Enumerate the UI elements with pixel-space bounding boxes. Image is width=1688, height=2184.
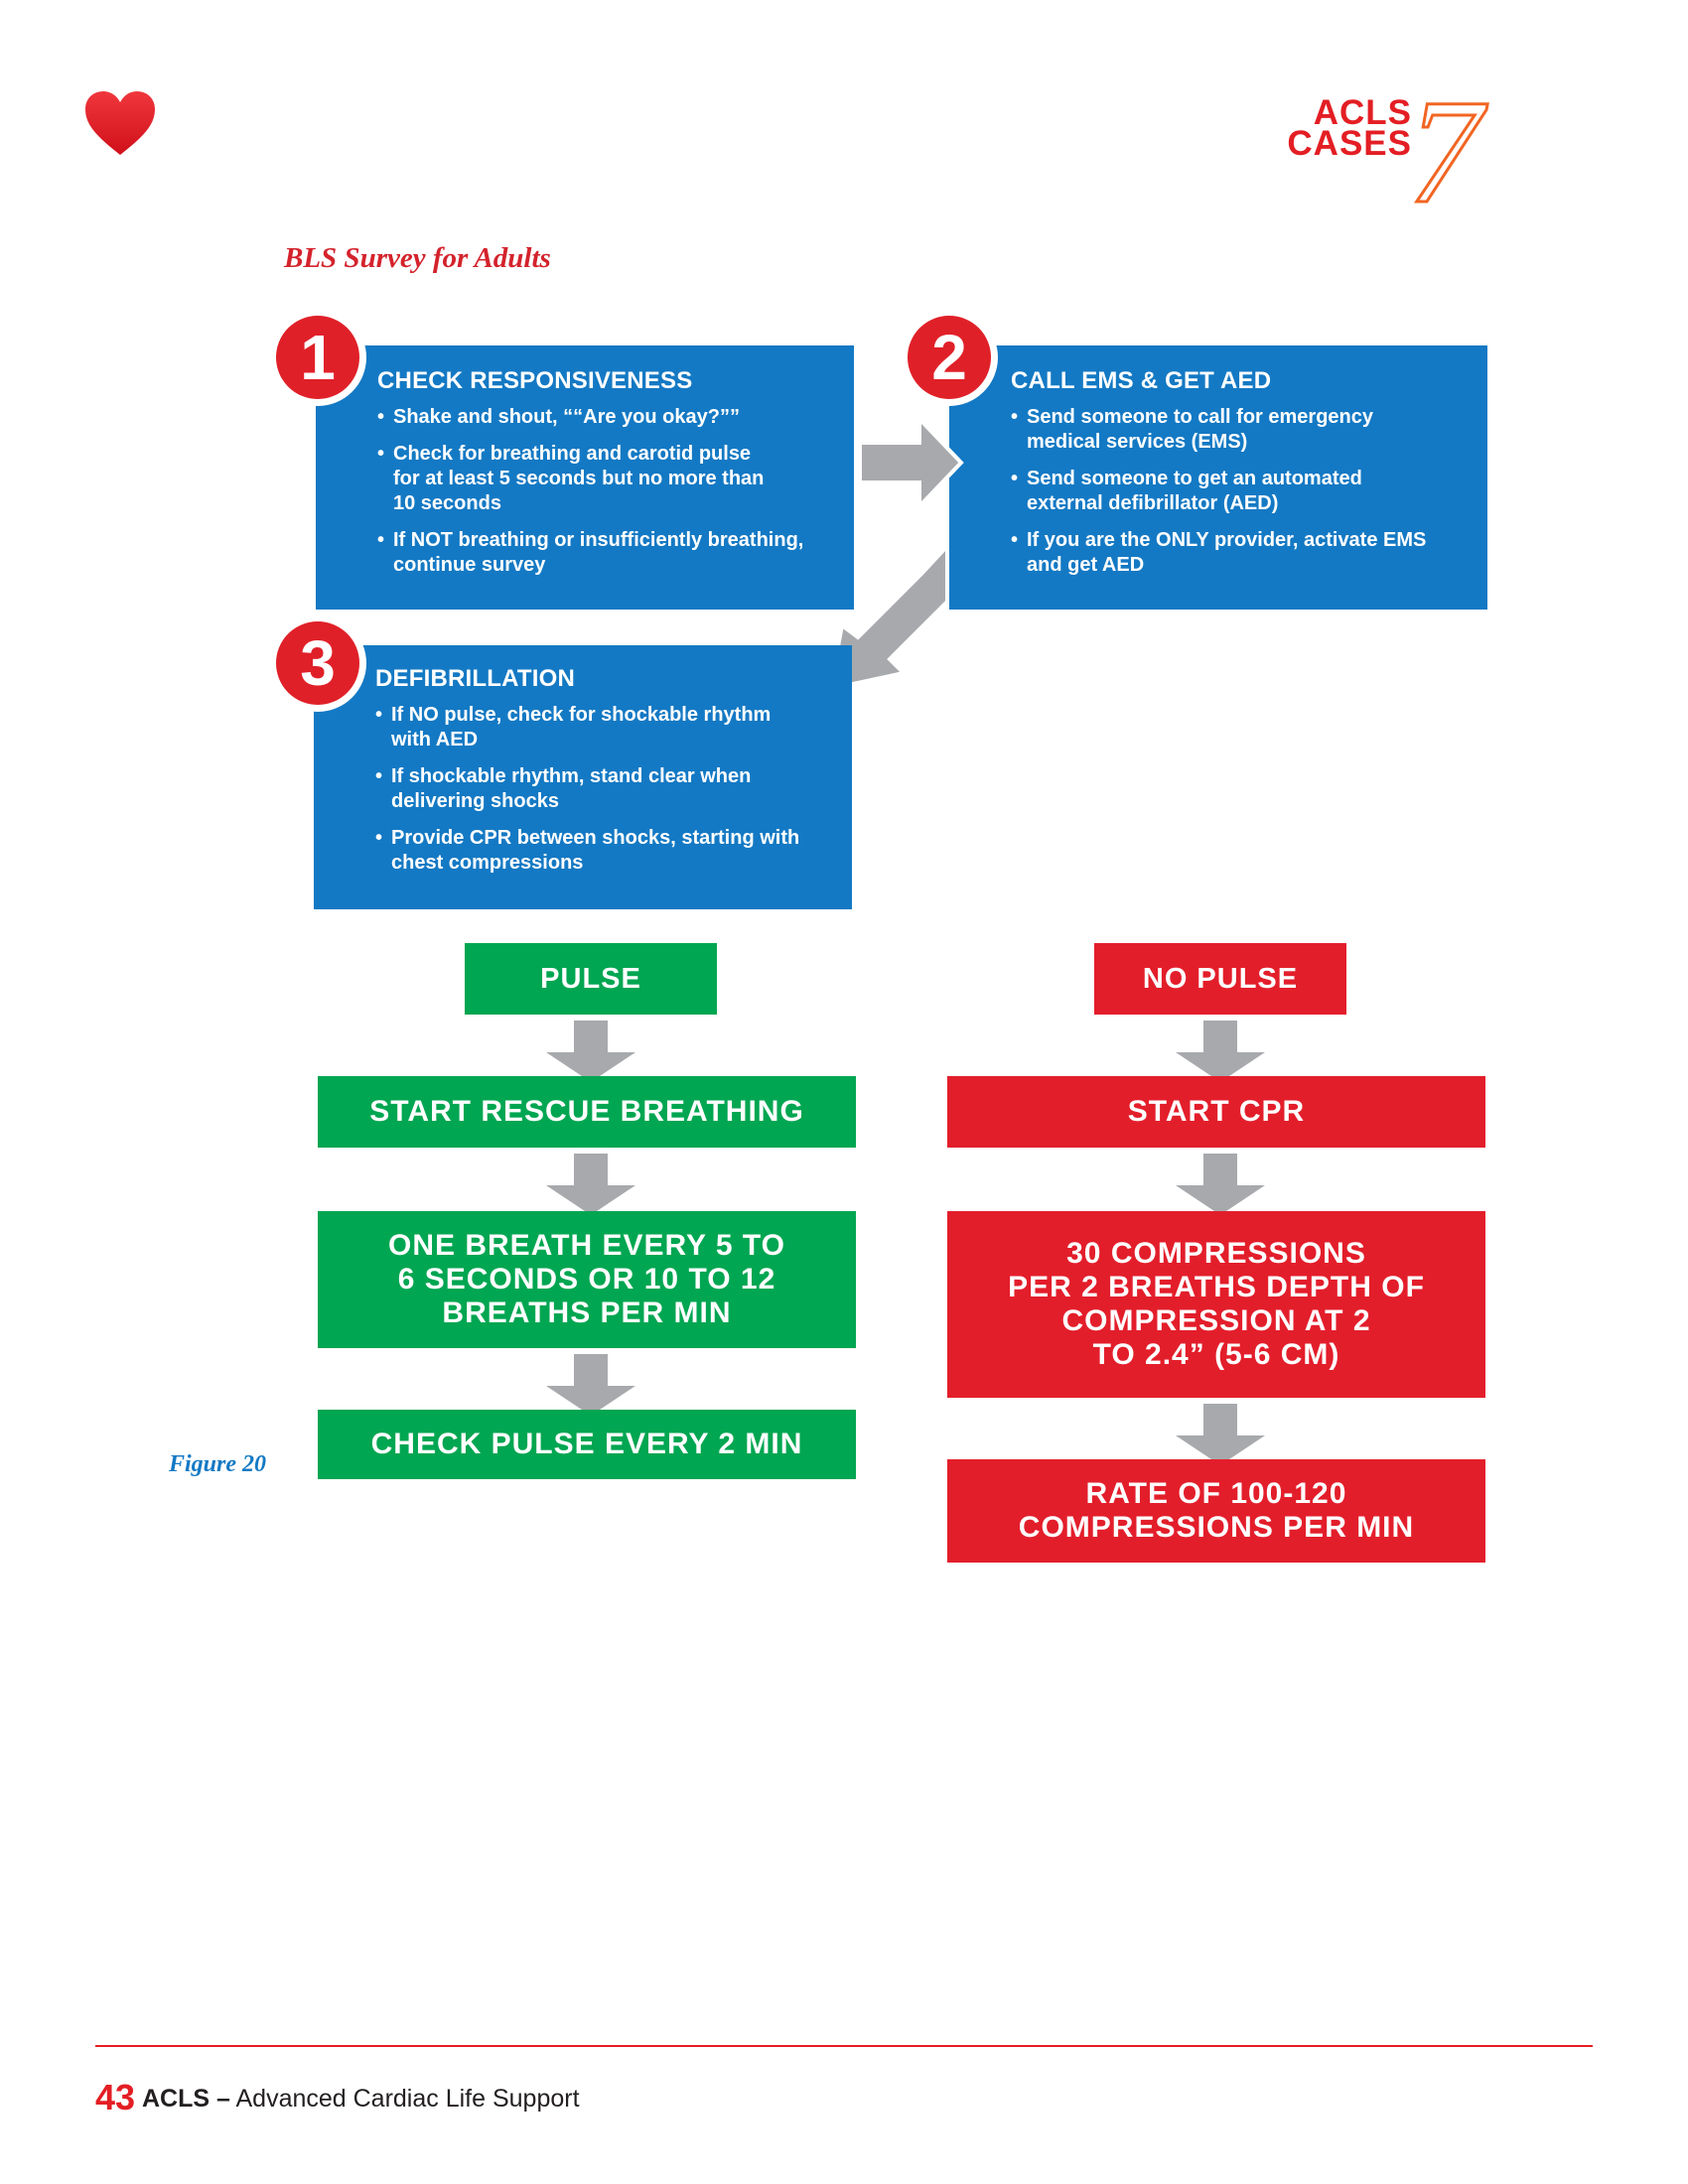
step-1-bullet: Shake and shout, ““Are you okay?”” [377,405,840,430]
step-2-bullet: Send someone to get an automated externa… [1011,467,1474,516]
heart-icon [85,91,155,155]
gray-arrow-icon [1176,1154,1265,1215]
step-3-bullet: If shockable rhythm, stand clear when de… [375,764,838,814]
footer-divider [95,2045,1593,2047]
pulse-label: PULSE [540,962,641,995]
step-2-bullets: Send someone to call for emergency medic… [1011,405,1474,578]
gray-arrow-icon [1176,1404,1265,1465]
step-3-bullet: Provide CPR between shocks, starting wit… [375,826,838,876]
no-pulse-box-1-text: START CPR [1127,1095,1306,1128]
step-3-title: DEFIBRILLATION [375,665,575,692]
footer-acls: ACLS – [142,2085,230,2113]
gray-arrow-icon [546,1154,635,1215]
step-2-bullet: Send someone to call for emergency medic… [1011,405,1474,455]
no-pulse-box-3-text: RATE OF 100-120 COMPRESSIONS PER MIN [1018,1477,1415,1544]
no-pulse-label-box: NO PULSE [1094,943,1346,1015]
step-2-box: CALL EMS & GET AED Send someone to call … [949,345,1487,610]
figure-label: Figure 20 [169,1451,267,1477]
no-pulse-box-2: 30 COMPRESSIONS PER 2 BREATHS DEPTH OF C… [947,1211,1485,1398]
gray-arrow-icon [1176,1021,1265,1082]
pulse-box-2-text: ONE BREATH EVERY 5 TO 6 SECONDS OR 10 TO… [388,1229,785,1329]
step-1-box: CHECK RESPONSIVENESS Shake and shout, ““… [316,345,854,610]
survey-title: BLS Survey for Adults [284,242,551,274]
step-3-number-badge: 3 [270,615,365,711]
footer-subtitle: Advanced Cardiac Life Support [235,2085,580,2113]
gray-arrow-icon [546,1021,635,1082]
step-1-bullets: Shake and shout, ““Are you okay?”” Check… [377,405,840,578]
footer: 43 ACLS – Advanced Cardiac Life Support [95,2077,580,2118]
pulse-box-1-text: START RESCUE BREATHING [369,1095,804,1128]
chapter-title-line1: ACLS [1313,93,1412,132]
step-2-number-badge: 2 [902,310,997,405]
gray-arrow-icon [546,1354,635,1416]
step-2-title: CALL EMS & GET AED [1011,367,1272,394]
chapter-number: 7 [1407,69,1484,234]
gray-arrow-icon [858,415,964,510]
step-3-box: DEFIBRILLATION If NO pulse, check for sh… [314,645,852,909]
step-1-number-badge: 1 [270,310,365,405]
no-pulse-box-3: RATE OF 100-120 COMPRESSIONS PER MIN [947,1459,1485,1563]
no-pulse-box-1: START CPR [947,1076,1485,1148]
step-1-bullet: Check for breathing and carotid pulse fo… [377,442,840,516]
no-pulse-box-2-text: 30 COMPRESSIONS PER 2 BREATHS DEPTH OF C… [1008,1237,1425,1371]
step-3-bullets: If NO pulse, check for shockable rhythm … [375,703,838,876]
page-number: 43 [95,2077,136,2117]
step-2-bullet: If you are the ONLY provider, activate E… [1011,528,1474,578]
chapter-title: ACLS CASES [1287,93,1412,163]
pulse-box-3-text: CHECK PULSE EVERY 2 MIN [370,1428,803,1460]
step-3-bullet: If NO pulse, check for shockable rhythm … [375,703,838,752]
pulse-label-box: PULSE [465,943,717,1015]
pulse-box-3: CHECK PULSE EVERY 2 MIN [318,1410,856,1479]
no-pulse-label: NO PULSE [1142,962,1299,995]
step-1-title: CHECK RESPONSIVENESS [377,367,693,394]
pulse-box-2: ONE BREATH EVERY 5 TO 6 SECONDS OR 10 TO… [318,1211,856,1348]
chapter-title-line2: CASES [1287,124,1412,163]
step-1-bullet: If NOT breathing or insufficiently breat… [377,528,840,578]
pulse-box-1: START RESCUE BREATHING [318,1076,856,1148]
